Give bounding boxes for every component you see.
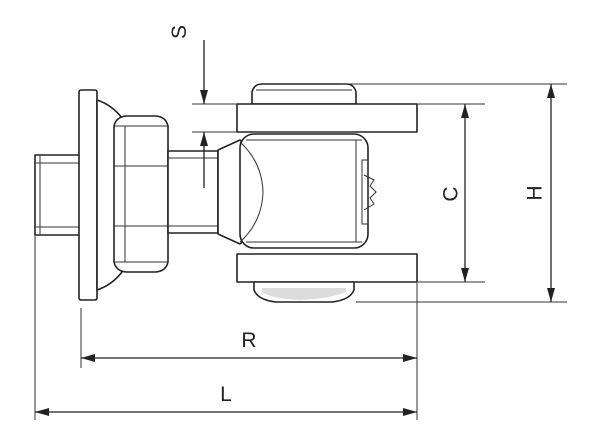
extension-lines (34, 83, 567, 420)
dimension-c: C (440, 104, 469, 282)
dimension-label-h: H (524, 185, 547, 200)
dimension-h: H (524, 84, 555, 302)
dimension-label-r: R (241, 329, 256, 352)
hinge-body (217, 133, 377, 249)
threaded-shank (34, 154, 82, 236)
dimension-r: R (81, 329, 417, 362)
bottom-cap (253, 281, 355, 303)
bolt-shank (167, 150, 219, 234)
top-plate (236, 103, 418, 133)
dimension-l: L (35, 383, 417, 416)
dimension-label-c: C (440, 186, 463, 201)
dimension-s: S (168, 25, 208, 188)
dimension-label-l: L (220, 383, 232, 406)
top-cap (251, 83, 357, 105)
hex-nut (113, 115, 169, 273)
bottom-plate (236, 253, 418, 283)
dimension-label-s: S (168, 25, 191, 39)
